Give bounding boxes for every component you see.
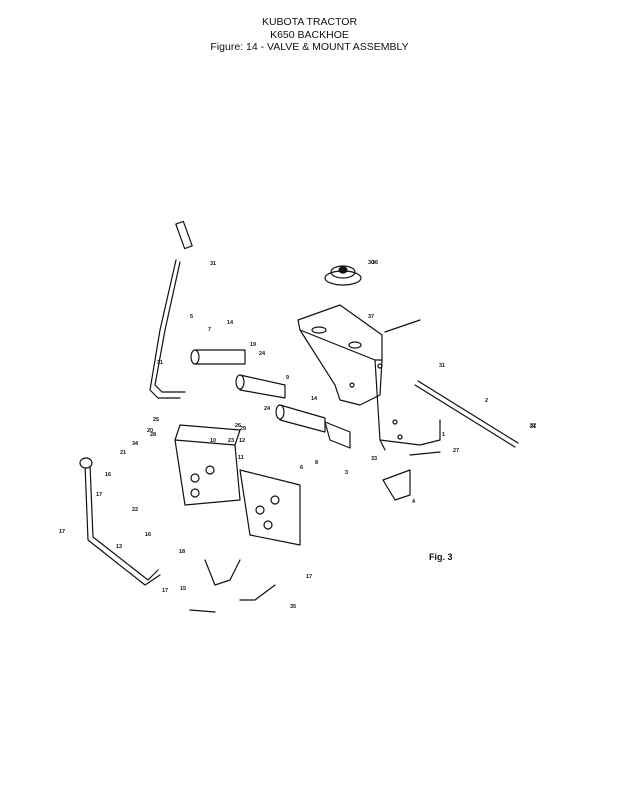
callout-label: 37 [368, 314, 374, 320]
callout-label: 4 [412, 499, 416, 505]
hydraulic-pipe [79, 457, 276, 601]
long-rod [414, 380, 519, 448]
header-line-1: KUBOTA TRACTOR [261, 16, 358, 28]
callout-label: 24 [264, 406, 271, 412]
plate-bracket [382, 469, 411, 501]
callout-label: 12 [239, 438, 245, 444]
callout-label: 6 [300, 465, 303, 471]
callout-label: 26 [235, 423, 241, 429]
callout-label: 16 [105, 472, 111, 478]
callout-label: 35 [290, 604, 296, 610]
callout-label: 13 [116, 544, 122, 550]
callouts: 1 2 3 4 5 6 7 8 9 10 11 12 13 14 14 15 1… [59, 260, 536, 610]
callout-label: 14 [227, 320, 234, 326]
callout-label: 25 [153, 417, 159, 423]
callout-label: 14 [311, 396, 318, 402]
callout-label: 10 [210, 438, 216, 444]
plate-bracket [324, 421, 351, 449]
callout-label: 31 [439, 363, 445, 369]
callout-label: 2 [485, 398, 488, 404]
header-line-2: K650 BACKHOE [270, 28, 349, 41]
callout-label: 17 [306, 574, 312, 580]
callout-label: 30 [368, 260, 374, 266]
header-line-3: Figure: 14 - VALVE & MOUNT ASSEMBLY [210, 41, 409, 53]
callout-label: 33 [371, 456, 377, 462]
control-valve [174, 424, 301, 546]
callout-label: 8 [315, 460, 318, 466]
control-lever [149, 220, 193, 399]
callout-label: 34 [132, 441, 139, 447]
callout-label: 20 [147, 428, 153, 434]
callout-label: 32 [530, 423, 536, 429]
callout-label: 17 [59, 529, 65, 535]
callout-label: 21 [530, 424, 536, 430]
bolt [409, 451, 441, 456]
callout-label: 27 [453, 448, 459, 454]
callout-label: 18 [179, 549, 185, 555]
callout-label: 21 [120, 450, 126, 456]
figure-caption: Fig. 3 [429, 552, 453, 562]
callout-label: 17 [96, 492, 102, 498]
callout-label: 31 [210, 261, 216, 267]
callout-label: 15 [180, 586, 186, 592]
callout-label: 19 [250, 342, 256, 348]
callout-label: 17 [162, 588, 168, 594]
callout-label: 3 [345, 470, 348, 476]
mount-bracket [297, 304, 441, 451]
callout-label: 5 [190, 314, 193, 320]
callout-label: 16 [145, 532, 151, 538]
callout-label: 24 [259, 351, 266, 357]
callout-label: 28 [150, 432, 156, 438]
callout-label: 1 [442, 432, 445, 438]
callout-label: 29 [240, 426, 246, 432]
linkage-cylinder [190, 349, 326, 433]
callout-label: 7 [208, 327, 211, 333]
callout-label: 11 [238, 455, 244, 461]
callout-label: 36 [372, 260, 378, 266]
bolt [384, 319, 421, 333]
callout-label: 31 [157, 360, 163, 366]
rubber-mount [324, 265, 362, 286]
callout-label: 9 [286, 375, 289, 381]
callout-label: 22 [132, 507, 138, 513]
page-header: KUBOTA TRACTOR K650 BACKHOE Figure: 14 -… [0, 16, 619, 54]
callout-label: 23 [228, 438, 234, 444]
bolt [189, 609, 216, 613]
